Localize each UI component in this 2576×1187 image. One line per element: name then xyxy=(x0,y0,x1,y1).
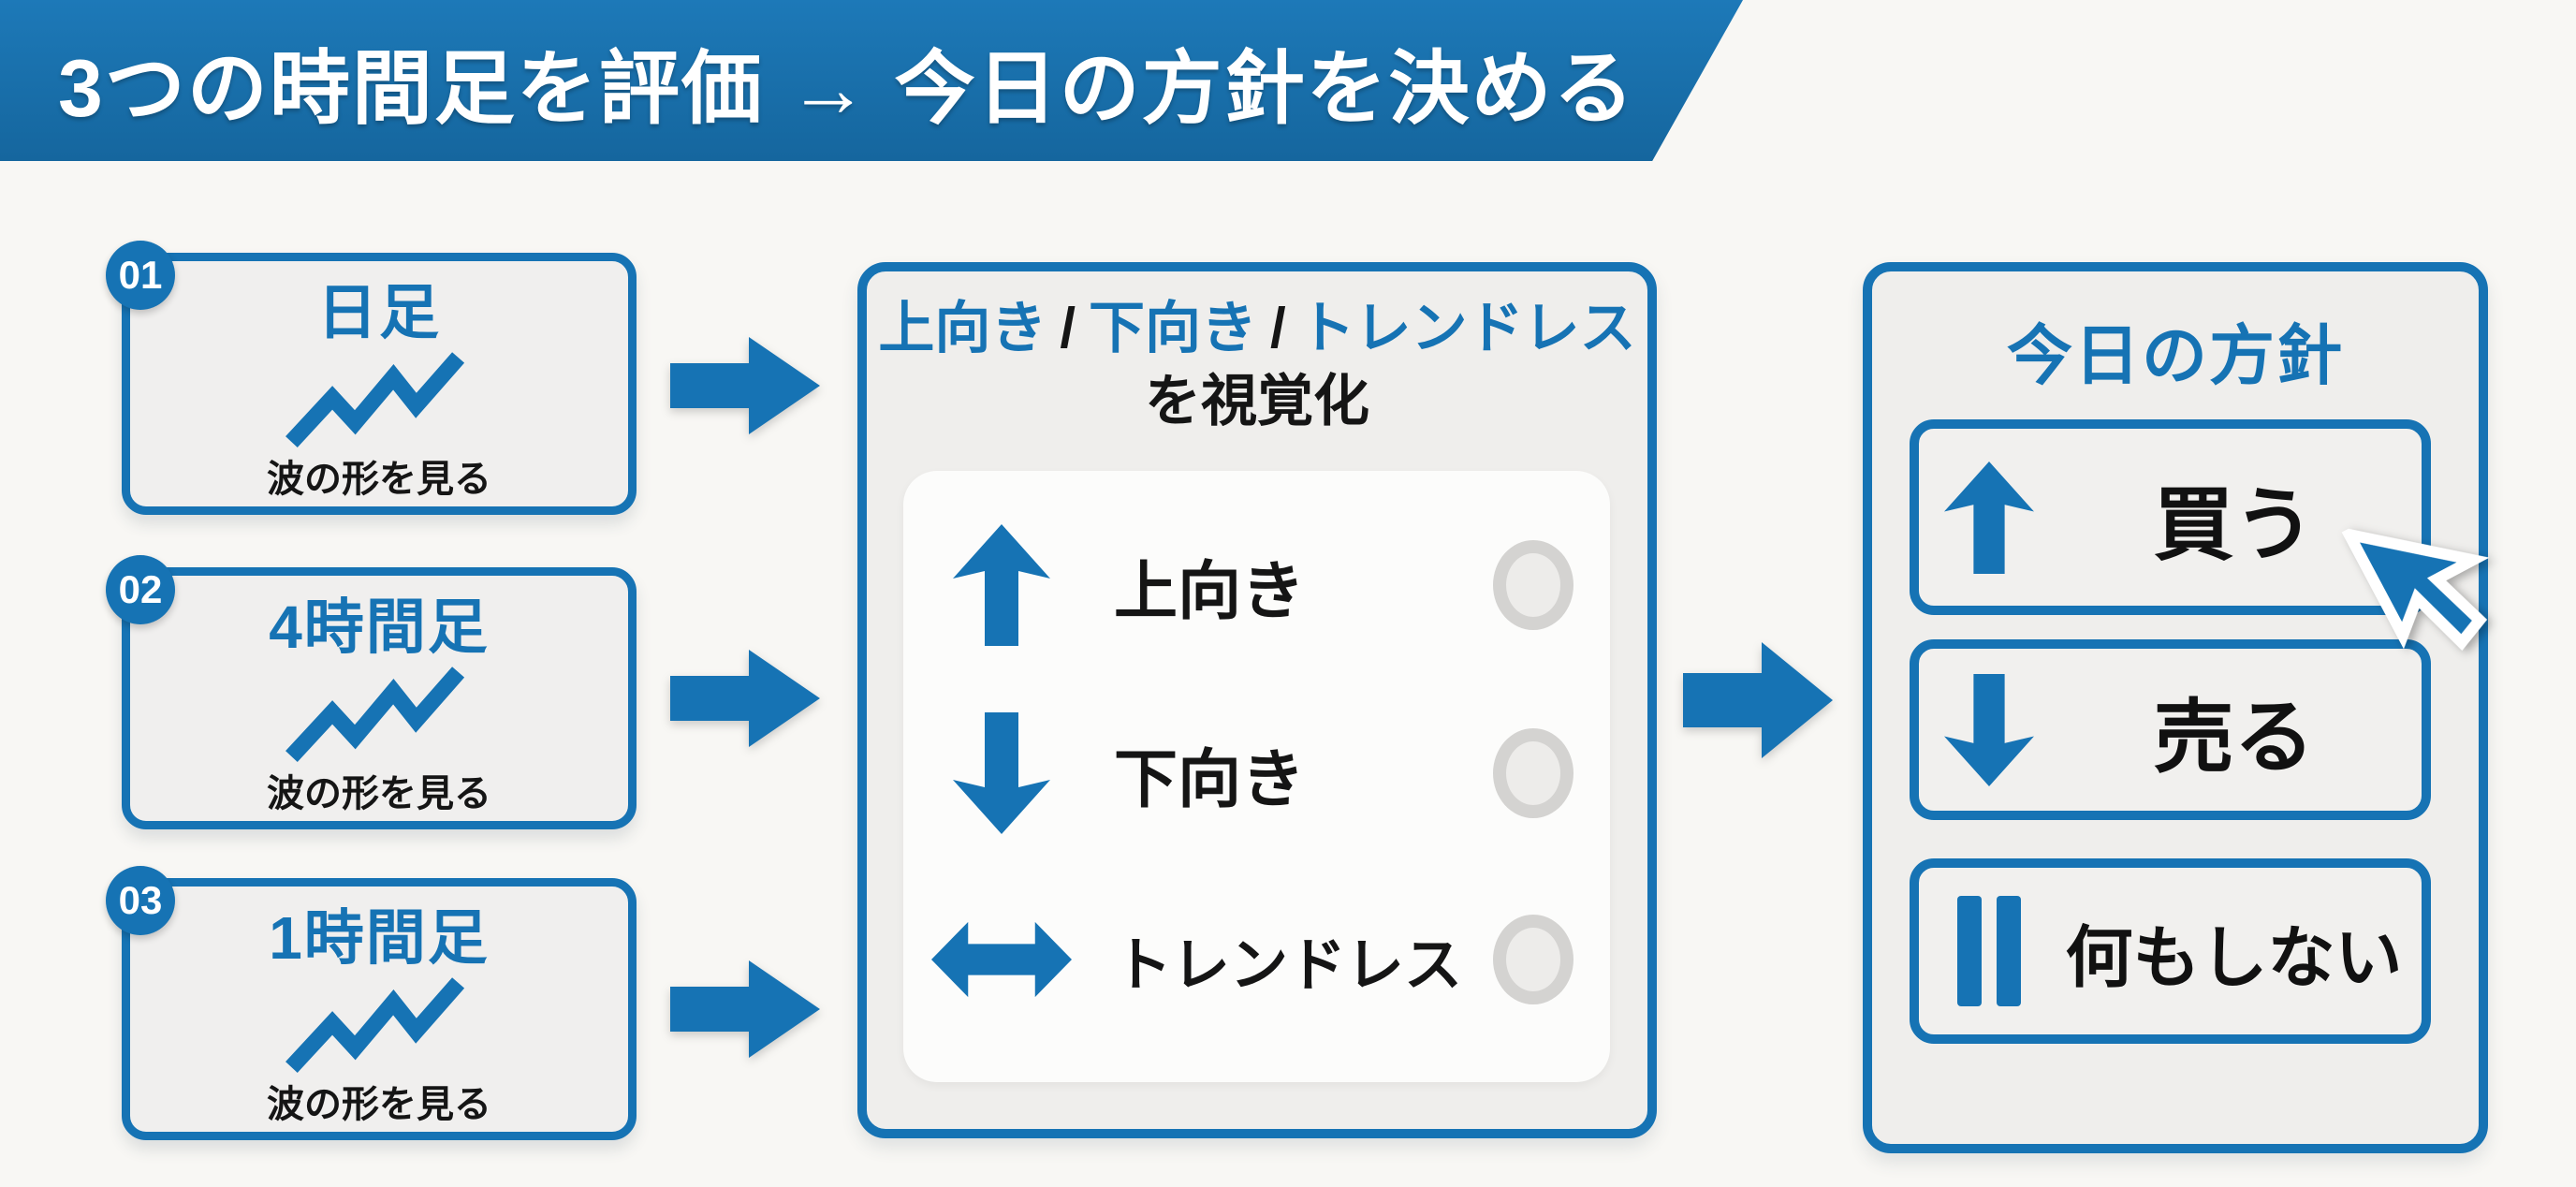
options-box: 上向き 下向き トレンドレス xyxy=(903,471,1610,1082)
step-badge: 03 xyxy=(106,866,175,935)
page-title: 3つの時間足を評価 → 今日の方針を決める xyxy=(58,43,1636,134)
zigzag-trend-icon xyxy=(285,352,465,447)
title-banner: 3つの時間足を評価 → 今日の方針を決める xyxy=(0,0,1743,161)
timeframe-card-4h: 02 4時間足 波の形を見る xyxy=(106,555,637,829)
timeframe-card-1h: 03 1時間足 波の形を見る xyxy=(106,866,637,1140)
separator: / xyxy=(1060,297,1076,359)
timeframe-title: 4時間足 xyxy=(269,594,490,661)
buy-button[interactable]: 買う xyxy=(1910,419,2431,615)
zigzag-trend-icon xyxy=(285,667,465,762)
header-option-up: 上向き xyxy=(878,297,1047,359)
arrow-up-icon xyxy=(953,524,1050,646)
option-row-trendless: トレンドレス xyxy=(903,885,1610,1034)
sell-button-label: 売る xyxy=(2153,693,2315,783)
do-nothing-button[interactable]: 何もしない xyxy=(1910,858,2431,1044)
sell-button[interactable]: 売る xyxy=(1910,639,2431,820)
evaluation-panel: 上向き/下向き/トレンドレス を視覚化 上向き 下向き xyxy=(857,262,1657,1138)
timeframe-card-daily: 01 日足 波の形を見る xyxy=(106,241,637,515)
radio-trendless[interactable] xyxy=(1493,915,1573,1004)
step-badge: 01 xyxy=(106,241,175,310)
timeframe-title: 1時間足 xyxy=(269,904,490,972)
timeframe-caption: 波の形を見る xyxy=(267,459,491,500)
mouse-cursor-icon xyxy=(2338,526,2490,652)
flow-arrow-right-icon xyxy=(670,960,820,1058)
timeframe-caption: 波の形を見る xyxy=(267,773,491,814)
timeframe-title: 日足 xyxy=(317,279,441,346)
timeframe-caption: 波の形を見る xyxy=(267,1084,491,1125)
option-row-down: 下向き xyxy=(903,698,1610,848)
flow-arrow-right-icon xyxy=(670,337,820,434)
evaluation-subheader: を視覚化 xyxy=(1145,370,1369,432)
arrow-down-icon xyxy=(953,712,1050,834)
arrow-down-icon xyxy=(1944,673,2034,786)
policy-title: 今日の方針 xyxy=(2007,319,2344,392)
flow-arrow-right-icon xyxy=(670,650,820,747)
arrow-up-icon xyxy=(1944,461,2034,574)
radio-down[interactable] xyxy=(1493,728,1573,818)
option-row-up: 上向き xyxy=(903,510,1610,660)
step-badge: 02 xyxy=(106,555,175,624)
zigzag-trend-icon xyxy=(285,977,465,1073)
evaluation-header: 上向き/下向き/トレンドレス xyxy=(867,294,1647,363)
option-label: トレンドレス xyxy=(1114,933,1463,998)
buy-button-label: 買う xyxy=(2153,480,2315,570)
option-label: 上向き xyxy=(1114,555,1306,627)
option-label: 下向き xyxy=(1114,743,1306,815)
arrow-left-right-icon xyxy=(931,921,1072,998)
separator: / xyxy=(1270,297,1286,359)
policy-panel: 今日の方針 買う 売る 何もしない xyxy=(1863,262,2488,1153)
header-option-trendless: トレンドレス xyxy=(1298,297,1636,359)
flow-arrow-right-icon xyxy=(1683,642,1833,758)
pause-icon xyxy=(1957,896,2021,1006)
header-option-down: 下向き xyxy=(1089,297,1257,359)
radio-up[interactable] xyxy=(1493,540,1573,630)
do-nothing-button-label: 何もしない xyxy=(2065,920,2403,996)
